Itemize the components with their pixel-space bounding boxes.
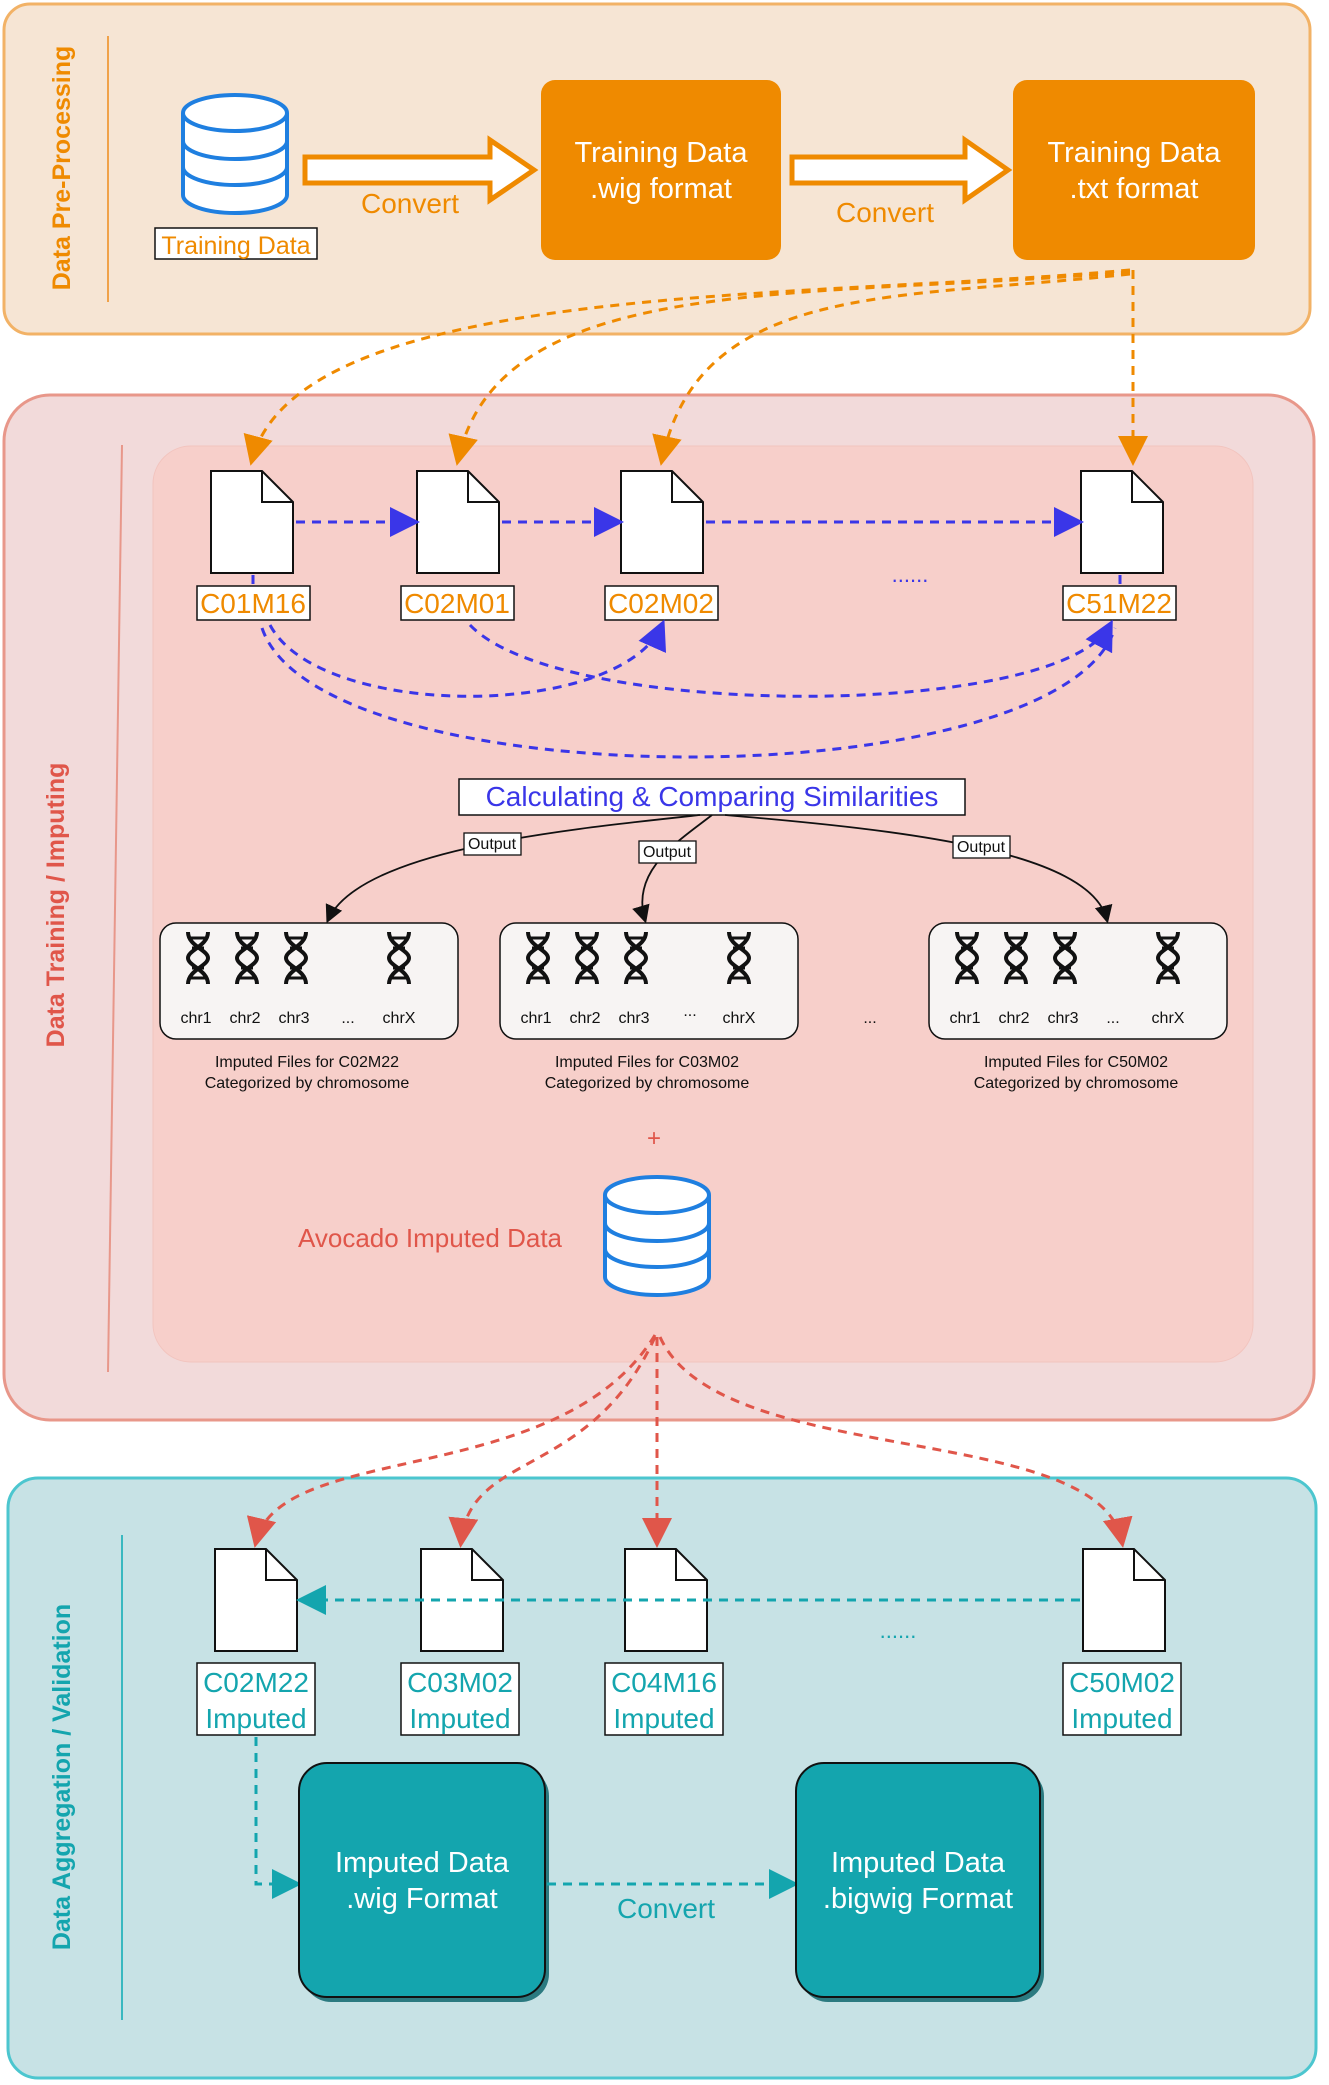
training-file-labels: C01M16 C02M01 C02M02 C51M22: [196, 585, 1177, 621]
imputed-bigwig-line1: Imputed Data: [831, 1847, 1006, 1879]
section-aggregation: Data Aggregation / Validation ...... C02…: [6, 1334, 1318, 2080]
group-ellipsis: ...: [863, 1010, 876, 1027]
chr-label: chrX: [723, 1010, 756, 1027]
similarity-arrows: [251, 575, 1122, 759]
imputed-wig-box: [298, 1762, 546, 1998]
imputed-bigwig-line2: .bigwig Format: [823, 1883, 1013, 1915]
chr-label: chr3: [1047, 1010, 1078, 1027]
training-txt-line2: .txt format: [1070, 173, 1199, 205]
chr-label: chrX: [1152, 1010, 1185, 1027]
training-wig-line2: .wig format: [590, 173, 732, 205]
group-caption: Categorized by chromosome: [205, 1075, 410, 1092]
section-preprocessing: Data Pre-Processing Training Data Conver…: [2, 2, 1312, 336]
training-txt-box: [1013, 80, 1255, 260]
similarity-label: Calculating & Comparing Similarities: [486, 781, 939, 812]
training-database-icon: [181, 93, 289, 215]
group-caption: Imputed Files for C03M02: [555, 1054, 739, 1071]
training-txt-line1: Training Data: [1047, 137, 1221, 169]
imputed-bigwig-box: [795, 1762, 1041, 1998]
imputed-file-tag: Imputed: [613, 1703, 714, 1734]
section-training: Data Training / Imputing C01M16 C02M01 C…: [2, 268, 1316, 1422]
chr-label: chr2: [229, 1010, 260, 1027]
chr-label: chr3: [618, 1010, 649, 1027]
group-caption: Imputed Files for C02M22: [215, 1054, 399, 1071]
chr-label: ...: [341, 1010, 354, 1027]
imputed-wig-line2: .wig Format: [346, 1883, 497, 1915]
training-wig-box: [541, 80, 781, 260]
group-caption: Categorized by chromosome: [545, 1075, 750, 1092]
chromosome-group: chr1 chr2 chr3 ... chrX Imputed Files fo…: [928, 922, 1228, 1092]
file-label: C51M22: [1066, 588, 1172, 619]
chr-label: chr1: [949, 1010, 980, 1027]
chr-label: ...: [683, 1003, 696, 1020]
imputed-distribution-arrows: [246, 1334, 1133, 1548]
training-wig-line1: Training Data: [574, 137, 748, 169]
imputed-file-tag: Imputed: [1071, 1703, 1172, 1734]
chr-label: chr2: [998, 1010, 1029, 1027]
chromosome-group: chr1 chr2 chr3 ... chrX Imputed Files fo…: [499, 922, 799, 1092]
plus-sign: +: [647, 1125, 661, 1152]
chr-label: chr1: [180, 1010, 211, 1027]
file-label: C02M02: [608, 588, 714, 619]
convert-arrow-2: [789, 135, 1013, 205]
convert-label-1: Convert: [361, 188, 459, 219]
imputed-file-name: C02M22: [203, 1667, 309, 1698]
file-ellipsis: ......: [892, 562, 929, 587]
chr-label: chr3: [278, 1010, 309, 1027]
chr-label: chrX: [383, 1010, 416, 1027]
convert-label-2: Convert: [836, 197, 934, 228]
imputed-wig-line1: Imputed Data: [335, 1847, 510, 1879]
output-label: Output: [468, 836, 517, 853]
file-label: C01M16: [200, 588, 306, 619]
group-caption: Imputed Files for C50M02: [984, 1054, 1168, 1071]
distribution-arrows: [243, 268, 1148, 466]
imputed-file-labels: C02M22 Imputed C03M02 Imputed C04M16 Imp…: [196, 1662, 1182, 1736]
avocado-database-icon: [603, 1175, 711, 1297]
convert-label-3: Convert: [617, 1893, 715, 1924]
imputed-ellipsis: ......: [880, 1618, 917, 1643]
group-caption: Categorized by chromosome: [974, 1075, 1179, 1092]
chromosome-group: chr1 chr2 chr3 ... chrX Imputed Files fo…: [159, 922, 459, 1092]
convert-arrow-1: [302, 135, 539, 205]
file-label: C02M01: [404, 588, 510, 619]
training-data-label: Training Data: [161, 232, 310, 260]
output-label: Output: [643, 844, 692, 861]
chr-label: chr1: [520, 1010, 551, 1027]
section-title-aggregation: Data Aggregation / Validation: [48, 1604, 76, 1950]
imputed-file-tag: Imputed: [205, 1703, 306, 1734]
chr-label: chr2: [569, 1010, 600, 1027]
section-title-preprocessing: Data Pre-Processing: [48, 46, 76, 291]
chr-label: ...: [1106, 1010, 1119, 1027]
output-label: Output: [957, 839, 1006, 856]
imputed-file-name: C04M16: [611, 1667, 717, 1698]
imputed-file-name: C50M02: [1069, 1667, 1175, 1698]
avocado-label: Avocado Imputed Data: [298, 1223, 563, 1253]
section-title-training: Data Training / Imputing: [42, 763, 70, 1048]
imputed-file-tag: Imputed: [409, 1703, 510, 1734]
imputed-file-name: C03M02: [407, 1667, 513, 1698]
